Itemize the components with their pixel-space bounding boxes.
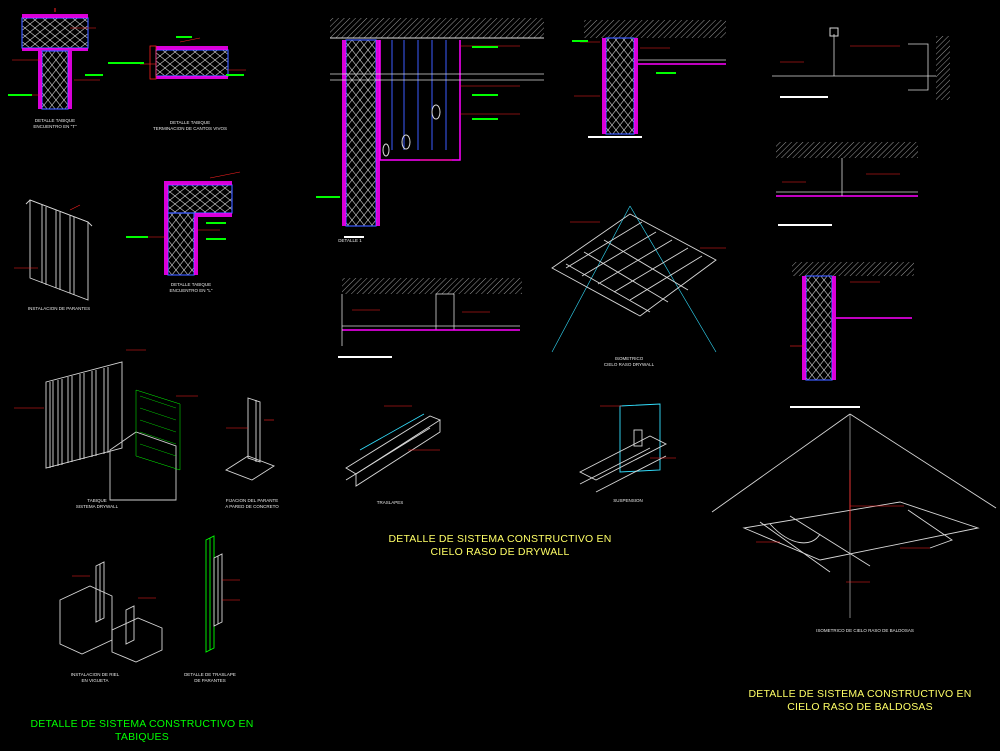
- section-title-tabiques-line2: TABIQUES: [115, 731, 169, 743]
- caption-detalle-1: DETALLE 1: [330, 238, 370, 244]
- caption-fijacion-parante-line2: A PARED DE CONCRETO: [225, 504, 279, 509]
- caption-instalacion-parantes: INSTALACION DE PARANTES: [14, 306, 104, 312]
- caption-isometrico-line2: CIELO RASO DRYWALL: [603, 362, 655, 367]
- baldosas-ceiling-isometric: [711, 413, 997, 618]
- caption-tabique-encuentro-l-line1: DETALLE TABIQUE: [170, 282, 212, 287]
- caption-isometrico: ISOMETRICO CIELO RASO DRYWALL: [594, 356, 664, 368]
- riel-vigueta-detail: [59, 561, 163, 663]
- caption-traslape-parantes: DETALLE DE TRASLAPE DE PARANTES: [170, 672, 250, 684]
- section-title-baldosas-line1: DETALLE DE SISTEMA CONSTRUCTIVO EN: [748, 688, 972, 700]
- traslape-parantes-detail: [205, 535, 240, 653]
- caption-tabique-drywall: TABIQUE SISTEMA DRYWALL: [62, 498, 132, 510]
- drywall-ceiling-isometric: [551, 205, 726, 353]
- caption-traslape-parantes-line1: DETALLE DE TRASLAPE: [184, 672, 236, 677]
- drywall-section-detail-1: [316, 18, 544, 238]
- caption-instalacion-riel-line1: INSTALACION DE RIEL: [70, 672, 120, 677]
- caption-tabique-encuentro-l: DETALLE TABIQUE ENCUENTRO EN "L": [156, 282, 226, 294]
- fijacion-parante-detail: [225, 397, 275, 481]
- caption-instalacion-parantes-line1: INSTALACION DE PARANTES: [27, 306, 91, 311]
- caption-isometrico-line1: ISOMETRICO: [614, 356, 644, 361]
- caption-detalle-1-line1: DETALLE 1: [338, 238, 362, 243]
- caption-tabique-drywall-line2: SISTEMA DRYWALL: [75, 504, 119, 509]
- suspension-detail: [579, 403, 676, 493]
- caption-instalacion-riel-line2: EN VIGUETA: [81, 678, 109, 683]
- caption-tabique-terminacion-line1: DETALLE TABIQUE: [169, 120, 211, 125]
- tabique-t-junction-plan: [8, 8, 103, 110]
- drywall-wall-ceiling-detail: [572, 20, 726, 138]
- caption-isometrico-baldosas-line1: ISOMETRICO DE CIELO RASO DE BALDOSAS: [816, 628, 914, 633]
- caption-tabique-encuentro-l-line2: ENCUENTRO EN "L": [169, 288, 213, 293]
- caption-instalacion-riel: INSTALACION DE RIEL EN VIGUETA: [60, 672, 130, 684]
- section-title-drywall-line1: DETALLE DE SISTEMA CONSTRUCTIVO EN: [388, 533, 612, 545]
- caption-tabique-terminacion-line2: TERMINACION DE CANTOS VIVOS: [153, 126, 227, 131]
- caption-suspension-line1: SUSPENSION: [613, 498, 643, 503]
- caption-traslapes-line1: TRASLAPES: [376, 500, 404, 505]
- section-title-baldosas-line2: CIELO RASO DE BALDOSAS: [787, 701, 933, 713]
- drywall-ceiling-perimeter-detail: [338, 278, 522, 358]
- parantes-isometric: [14, 199, 93, 301]
- caption-traslape-parantes-line2: DE PARANTES: [194, 678, 226, 683]
- caption-tabique-encuentro-t-line2: ENCUENTRO EN "T": [33, 124, 77, 129]
- caption-tabique-terminacion: DETALLE TABIQUE TERMINACION DE CANTOS VI…: [140, 120, 240, 132]
- tabique-drywall-isometric: [14, 349, 198, 501]
- caption-suspension: SUSPENSION: [598, 498, 658, 504]
- baldosas-perimeter-detail: [772, 27, 950, 100]
- caption-fijacion-parante: FIJACION DEL PARANTE A PARED DE CONCRETO: [212, 498, 292, 510]
- section-title-tabiques-line1: DETALLE DE SISTEMA CONSTRUCTIVO EN: [30, 718, 254, 730]
- tabique-terminacion-plan: [108, 36, 246, 80]
- section-title-baldosas: DETALLE DE SISTEMA CONSTRUCTIVO EN CIELO…: [740, 688, 980, 714]
- caption-tabique-encuentro-t: DETALLE TABIQUE ENCUENTRO EN "T": [20, 118, 90, 130]
- caption-fijacion-parante-line1: FIJACION DEL PARANTE: [225, 498, 279, 503]
- baldosas-wall-ceiling-detail: [790, 262, 914, 408]
- tabique-l-junction-plan: [126, 171, 241, 276]
- caption-traslapes: TRASLAPES: [360, 500, 420, 506]
- caption-tabique-encuentro-t-line1: DETALLE TABIQUE: [34, 118, 76, 123]
- caption-isometrico-baldosas: ISOMETRICO DE CIELO RASO DE BALDOSAS: [810, 628, 920, 634]
- traslapes-detail: [345, 405, 441, 487]
- section-title-tabiques: DETALLE DE SISTEMA CONSTRUCTIVO EN TABIQ…: [22, 718, 262, 744]
- section-title-drywall: DETALLE DE SISTEMA CONSTRUCTIVO EN CIELO…: [380, 533, 620, 559]
- caption-tabique-drywall-line1: TABIQUE: [87, 498, 107, 503]
- section-title-drywall-line2: CIELO RASO DE DRYWALL: [430, 546, 570, 558]
- baldosas-drywall-joint-detail: [776, 142, 918, 226]
